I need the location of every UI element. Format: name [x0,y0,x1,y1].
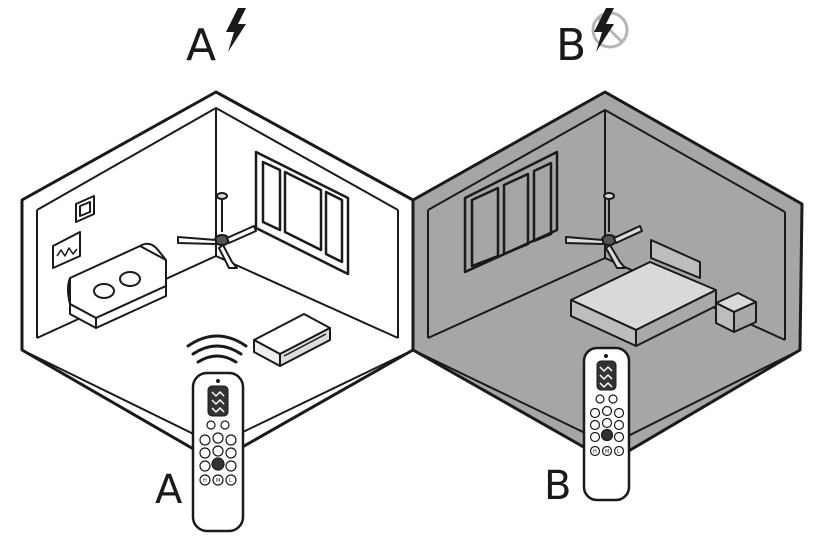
room-a-window [254,150,350,276]
remote-b-speed-h[interactable] [589,445,601,457]
remote-b-buttons [589,394,625,443]
remote-a-speed-l[interactable] [225,474,237,486]
room-b-bed [570,239,717,347]
remote-b-button[interactable] [613,419,625,431]
room-a-label: A [155,467,183,513]
room-a-sofa [67,242,167,329]
title-a: A [186,8,246,71]
remote-a[interactable]: H M L [186,334,248,533]
remote-a-power-button[interactable] [211,457,225,471]
room-b-nightstand [715,292,757,333]
remote-b-power-button[interactable] [600,428,614,442]
remote-a-button[interactable] [225,460,237,472]
room-b-window [463,150,559,274]
remote-b-button[interactable] [613,407,625,419]
room-a [20,90,415,464]
remote-a-buttons [199,420,237,472]
lightning-bolt-crossed-icon [591,8,629,52]
remote-a-speed-h-label: H [203,478,207,484]
remote-a-top-button-left[interactable] [206,420,216,430]
remote-a-top-button-right[interactable] [220,420,230,430]
remote-b-button[interactable] [589,407,601,419]
remote-a-speed-h[interactable] [199,474,211,486]
remote-b-button[interactable] [601,405,613,417]
room-a-frame-small [75,195,95,223]
room-b [411,90,804,464]
remote-a-speed-m[interactable] [212,474,224,486]
remote-a-button[interactable] [199,460,211,472]
remote-b-button[interactable] [589,431,601,443]
remote-a-speed-m-label: M [216,478,220,484]
remote-b-button[interactable] [589,419,601,431]
remote-b-button[interactable] [613,431,625,443]
room-a-box-unit [253,313,331,367]
title-a-text: A [186,20,216,71]
remote-a-speed-l-label: L [229,478,232,484]
room-a-frame-wave [52,231,81,269]
remote-a-button[interactable] [199,447,211,459]
lightning-bolt-icon [226,8,246,52]
remote-a-button[interactable] [212,432,224,444]
remote-b-top-button-left[interactable] [595,394,605,404]
room-b-label: B [544,463,571,509]
title-b-text: B [556,20,586,71]
room-b-ceiling-fan [565,192,643,269]
remote-a-speed-buttons [199,474,237,486]
remote-b-speed-l-label: L [617,449,620,455]
remote-a-button[interactable] [225,434,237,446]
room-a-ceiling-fan [177,192,257,269]
remote-b-speed-m-label: M [605,449,609,455]
remote-b-speed-m[interactable] [601,445,613,457]
remote-b[interactable]: H M L [582,346,631,502]
remote-a-button[interactable] [212,445,224,457]
wireless-signal-icon [186,334,248,364]
remote-b-button[interactable] [601,417,613,429]
remote-b-top-button-right[interactable] [608,394,618,404]
remote-a-button[interactable] [199,434,211,446]
title-b: B [556,8,629,71]
remote-b-speed-buttons [589,445,625,457]
remote-a-button[interactable] [225,447,237,459]
remote-b-speed-h-label: H [593,449,597,455]
remote-b-speed-l[interactable] [613,445,625,457]
